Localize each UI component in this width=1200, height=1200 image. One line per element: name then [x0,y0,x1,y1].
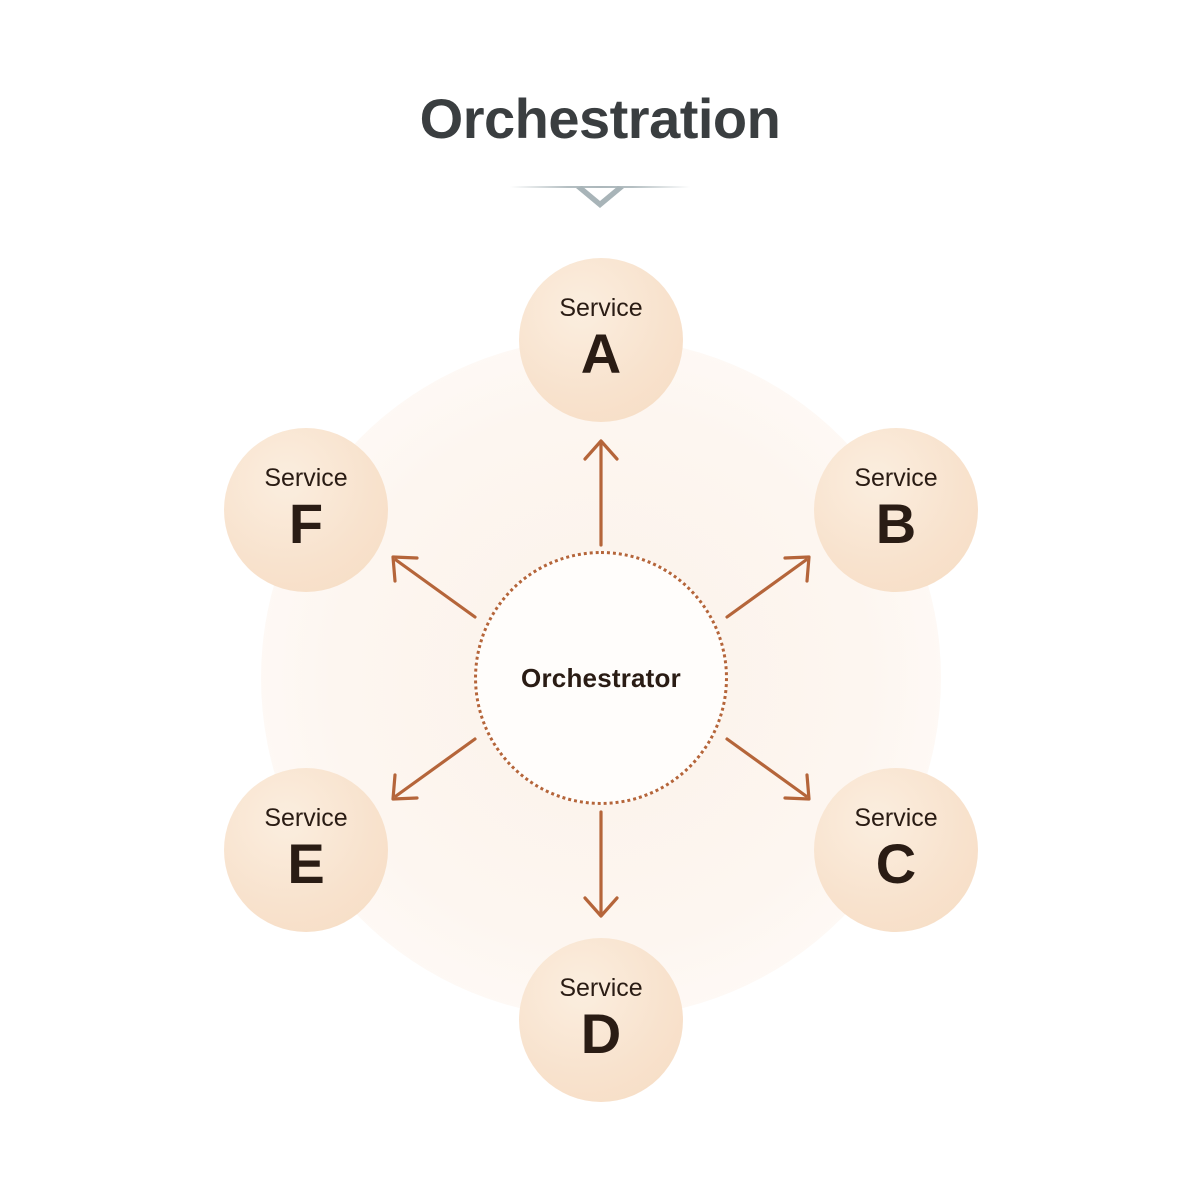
service-node-e-letter: E [287,832,325,896]
arrow-orchestrator-to-service-c [725,737,811,801]
orchestrator-label: Orchestrator [521,662,681,693]
arrow-orchestrator-to-service-d [583,810,619,918]
chevron-down-icon [576,185,624,208]
service-node-b-letter: B [875,492,917,556]
divider-line [510,185,690,188]
service-node-a-letter: A [580,322,622,386]
service-node-c-label: Service [854,804,938,833]
service-node-d[interactable]: Service D [519,938,683,1102]
orchestrator-node[interactable]: Orchestrator [474,551,728,805]
service-node-c-letter: C [875,832,917,896]
service-node-a[interactable]: Service A [519,258,683,422]
service-node-e[interactable]: Service E [224,768,388,932]
service-node-f-letter: F [288,492,324,556]
service-node-d-label: Service [559,974,643,1003]
page-title: Orchestration [419,87,781,150]
arrow-orchestrator-to-service-b [725,555,811,619]
header: Orchestration [0,88,1200,212]
title-divider [0,172,1200,212]
arrow-orchestrator-to-service-a [583,439,619,547]
arrow-orchestrator-to-service-e [391,737,477,801]
service-node-a-label: Service [559,294,643,323]
service-node-f[interactable]: Service F [224,428,388,592]
arrow-orchestrator-to-service-f [391,555,477,619]
service-node-d-letter: D [580,1002,622,1066]
service-node-b-label: Service [854,464,938,493]
service-node-b[interactable]: Service B [814,428,978,592]
service-node-c[interactable]: Service C [814,768,978,932]
service-node-f-label: Service [264,464,348,493]
service-node-e-label: Service [264,804,348,833]
